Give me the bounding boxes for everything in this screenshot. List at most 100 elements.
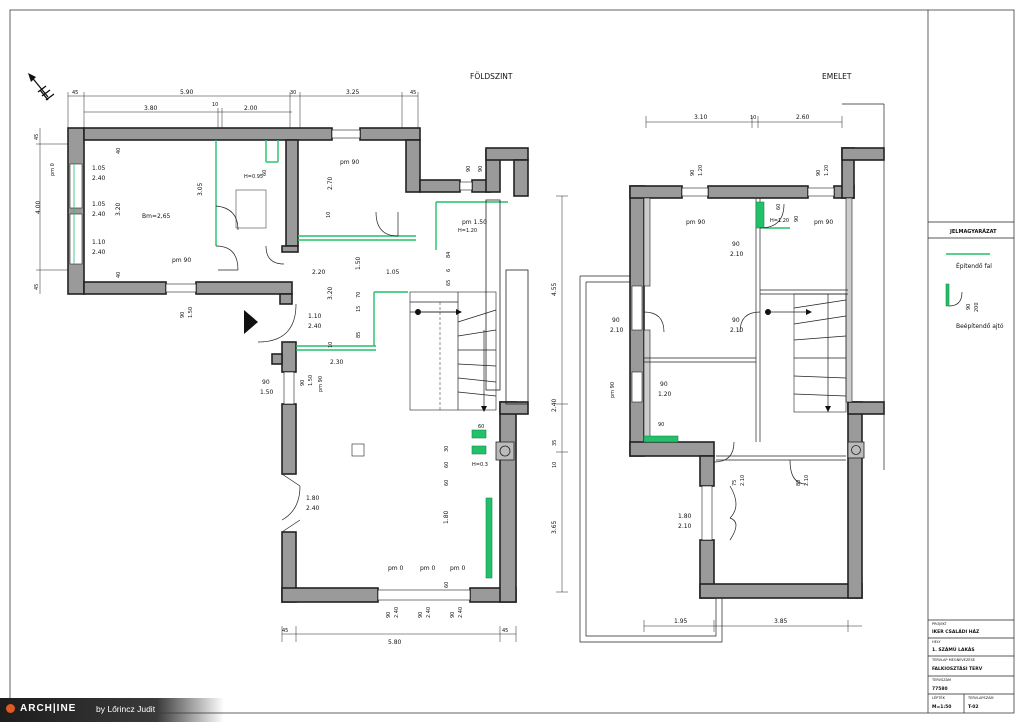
- dim-text: 60: [444, 462, 450, 468]
- dim-text: 45: [34, 284, 40, 290]
- dim-text: 1.05: [92, 165, 106, 172]
- level-text: pm 90: [318, 376, 324, 392]
- dim-text: 3.20: [115, 202, 122, 216]
- dim-text: 2.70: [327, 176, 334, 190]
- dim-text: 40: [116, 148, 122, 154]
- upper-chimney-icon: [847, 441, 865, 459]
- upper-floor-title: EMELET: [822, 72, 852, 81]
- dim-text: 90: [478, 166, 484, 172]
- dim-text: 3.65: [551, 520, 558, 534]
- upper-bottom-dimensions: 1.95 3.85: [643, 618, 862, 632]
- dim-text: 10: [750, 115, 756, 121]
- legend-title: JELMAGYARÁZAT: [949, 228, 997, 235]
- section-marker-icon: [244, 310, 258, 334]
- dim-text: 6: [446, 269, 452, 272]
- level-text: pm 90: [686, 219, 705, 226]
- archline-brand-bar: ARCH|INE by Lőrincz Judit: [0, 698, 224, 722]
- dim-text: H=0.3: [472, 462, 488, 468]
- dim-text: H=1.20: [458, 228, 477, 234]
- dim-text: 90: [658, 422, 664, 428]
- tb-scale: M=1:50: [932, 704, 951, 710]
- dim-text: 45: [282, 628, 288, 634]
- dim-text: 85: [356, 332, 362, 338]
- dim-text: 84: [446, 252, 452, 258]
- ground-right-dimensions: 4.55 2.40 35 10 3.65: [551, 195, 568, 593]
- dim-text: 3.10: [694, 114, 708, 121]
- level-text: pm 90: [610, 382, 616, 398]
- upper-interior-walls: [643, 197, 853, 461]
- dim-text: 2.40: [92, 249, 106, 256]
- dim-text: 2.10: [730, 327, 744, 334]
- dim-text: 1.10: [308, 313, 322, 320]
- ground-staircase: [409, 291, 497, 412]
- dim-text: 5.80: [388, 639, 402, 646]
- legend-wall-label: Építendő fal: [956, 262, 992, 270]
- dim-text: 2.40: [308, 323, 322, 330]
- ground-left-dimensions: 45 4.00 45: [34, 128, 68, 294]
- dim-text: 60: [444, 582, 450, 588]
- dim-text: 2.40: [458, 607, 464, 618]
- dim-text: 60: [444, 480, 450, 486]
- dim-text: 90: [466, 166, 472, 172]
- tb-label: TERVLAP MEGNEVEZÉSE: [931, 657, 975, 662]
- level-text: pm 90: [814, 219, 833, 226]
- dim-text: 2.40: [551, 398, 558, 412]
- dim-text: 2.40: [394, 607, 400, 618]
- column-icon: [351, 443, 365, 457]
- dim-text: 70: [356, 292, 362, 298]
- upper-top-dimensions: 3.10 10 2.60: [645, 114, 843, 128]
- legend-door-label: Beépítendő ajtó: [956, 323, 1004, 330]
- dim-text: 60: [262, 170, 268, 176]
- dim-text: 1.80: [306, 495, 320, 502]
- dim-text: 90: [816, 170, 822, 176]
- legend-door-h: 200: [974, 302, 980, 312]
- dim-text: 3.20: [327, 286, 334, 300]
- dim-text: 75: [732, 480, 738, 486]
- dim-text: 1.20: [658, 391, 672, 398]
- upper-windows: [631, 187, 835, 541]
- dim-text: 3.80: [144, 105, 158, 112]
- dim-text: 1.50: [260, 389, 274, 396]
- dim-text: 1.10: [92, 239, 106, 246]
- ground-floor-plan: 45 5.90 30 3.25 45 3.80 10 2.00 45 4.00 …: [34, 89, 568, 646]
- legend-door-swatch: [945, 283, 950, 307]
- dim-text: 45: [410, 90, 416, 96]
- dim-text: 1.20: [824, 165, 830, 176]
- dim-text: 30: [444, 446, 450, 452]
- brand-logo-text: ARCH|INE: [20, 703, 77, 714]
- tb-project: IKER CSALÁDI HÁZ: [932, 628, 980, 635]
- upper-doors: [643, 203, 807, 541]
- tb-number: 77580: [932, 686, 948, 692]
- ground-top-dimensions: 45 5.90 30 3.25 45 3.80 10 2.00: [67, 89, 419, 128]
- dim-text: 4.55: [551, 282, 558, 296]
- north-arrow-icon: [28, 73, 55, 101]
- legend-door-w: 90: [966, 304, 972, 310]
- dim-text: 90: [418, 612, 424, 618]
- dim-text: 2.10: [610, 327, 624, 334]
- level-text: pm 0: [50, 163, 56, 176]
- dim-text: 90: [690, 170, 696, 176]
- dim-text: 10: [212, 102, 218, 108]
- dim-text: 10: [552, 462, 558, 468]
- dim-text: 90: [732, 317, 740, 324]
- dim-text: 60: [478, 424, 484, 430]
- dim-text: 2.40: [426, 607, 432, 618]
- dim-text: 2.10: [804, 475, 810, 486]
- dim-text: 3.25: [346, 89, 360, 96]
- dim-text: 1.95: [674, 618, 688, 625]
- dim-text: 3.85: [774, 618, 788, 625]
- dim-text: 2.40: [92, 211, 106, 218]
- dim-text: 45: [72, 90, 78, 96]
- ground-doors: [215, 205, 399, 533]
- dim-text: 2.40: [92, 175, 106, 182]
- level-text: pm 0: [450, 565, 466, 572]
- upper-floor-plan: 3.10 10 2.60: [579, 103, 885, 643]
- ground-annotations: pm 0 1.05 2.40 1.05 2.40 1.10 2.40 40 40…: [50, 148, 488, 618]
- ground-interior-walls: [215, 139, 529, 579]
- dim-text: 1.50: [188, 307, 194, 318]
- level-text: pm 90: [340, 159, 359, 166]
- tb-label: PROJEKT: [932, 622, 948, 626]
- tb-content: FALKIOSZTÁSI TERV: [932, 665, 983, 672]
